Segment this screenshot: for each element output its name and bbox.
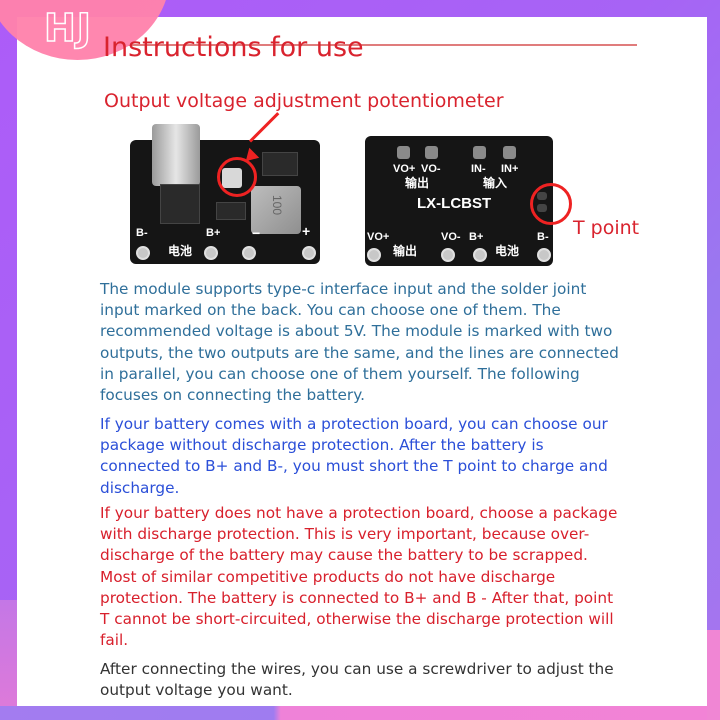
label-b-minus: B- xyxy=(136,227,148,239)
label-in-minus: IN- xyxy=(471,163,486,175)
charger-ic xyxy=(160,184,200,224)
pad xyxy=(503,146,516,159)
pad xyxy=(136,246,150,260)
intro-paragraph: The module supports type-c interface inp… xyxy=(100,280,619,405)
t-point-highlight xyxy=(530,183,572,225)
label-output-bottom-cn: 输出 xyxy=(393,244,418,258)
pad xyxy=(302,246,316,260)
frame-bottom-band xyxy=(0,706,720,720)
pad xyxy=(425,146,438,159)
with-protection-paragraph: If your battery comes with a protection … xyxy=(100,415,608,497)
pad xyxy=(367,248,381,262)
adjust-paragraph: After connecting the wires, you can use … xyxy=(100,660,614,700)
model-label: LX-LCBST xyxy=(417,195,492,212)
inductor-label: 100 xyxy=(270,194,285,216)
back-board-photo: VO+ VO- IN- IN+ 输出 输入 LX-LCBST VO+ VO- B… xyxy=(365,136,553,266)
pad xyxy=(473,146,486,159)
label-vo-plus-bottom: VO+ xyxy=(367,231,390,243)
label-input-cn: 输入 xyxy=(483,176,508,190)
pad xyxy=(397,146,410,159)
inductor: 100 xyxy=(251,186,301,234)
label-minus: − xyxy=(252,225,261,241)
diode-ss34 xyxy=(262,152,298,176)
pad xyxy=(441,248,455,262)
label-battery-cn: 电池 xyxy=(168,244,193,258)
pad xyxy=(204,246,218,260)
pad xyxy=(242,246,256,260)
label-vo-plus: VO+ xyxy=(393,163,416,175)
logo-hj: HJ xyxy=(43,5,92,51)
pad xyxy=(473,248,487,262)
label-battery-bottom-cn: 电池 xyxy=(495,244,520,258)
label-b-plus: B+ xyxy=(206,227,221,239)
pad xyxy=(537,248,551,262)
label-vo-minus: VO- xyxy=(421,163,441,175)
figure-caption: Output voltage adjustment potentiometer xyxy=(104,90,504,112)
without-protection-paragraph: If your battery does not have a protecti… xyxy=(100,504,618,650)
header-rule xyxy=(117,44,637,46)
label-vo-minus-bottom: VO- xyxy=(441,231,461,243)
page-title: Instructions for use xyxy=(103,32,364,63)
label-b-minus-bottom: B- xyxy=(537,231,549,243)
front-board-photo: 100 B- B+ − + 电池 xyxy=(130,124,320,264)
label-in-plus: IN+ xyxy=(501,163,519,175)
frame-bottom-right-accent xyxy=(707,630,720,720)
label-plus: + xyxy=(302,223,311,239)
label-b-plus-bottom: B+ xyxy=(469,231,484,243)
frame-bottom-left-accent xyxy=(0,600,17,720)
t-point-label: T point xyxy=(573,217,640,239)
label-output-cn: 输出 xyxy=(405,176,430,190)
boost-ic xyxy=(216,202,246,220)
usb-c-connector xyxy=(152,124,200,186)
potentiometer-highlight xyxy=(217,157,257,197)
instruction-page xyxy=(17,17,707,706)
